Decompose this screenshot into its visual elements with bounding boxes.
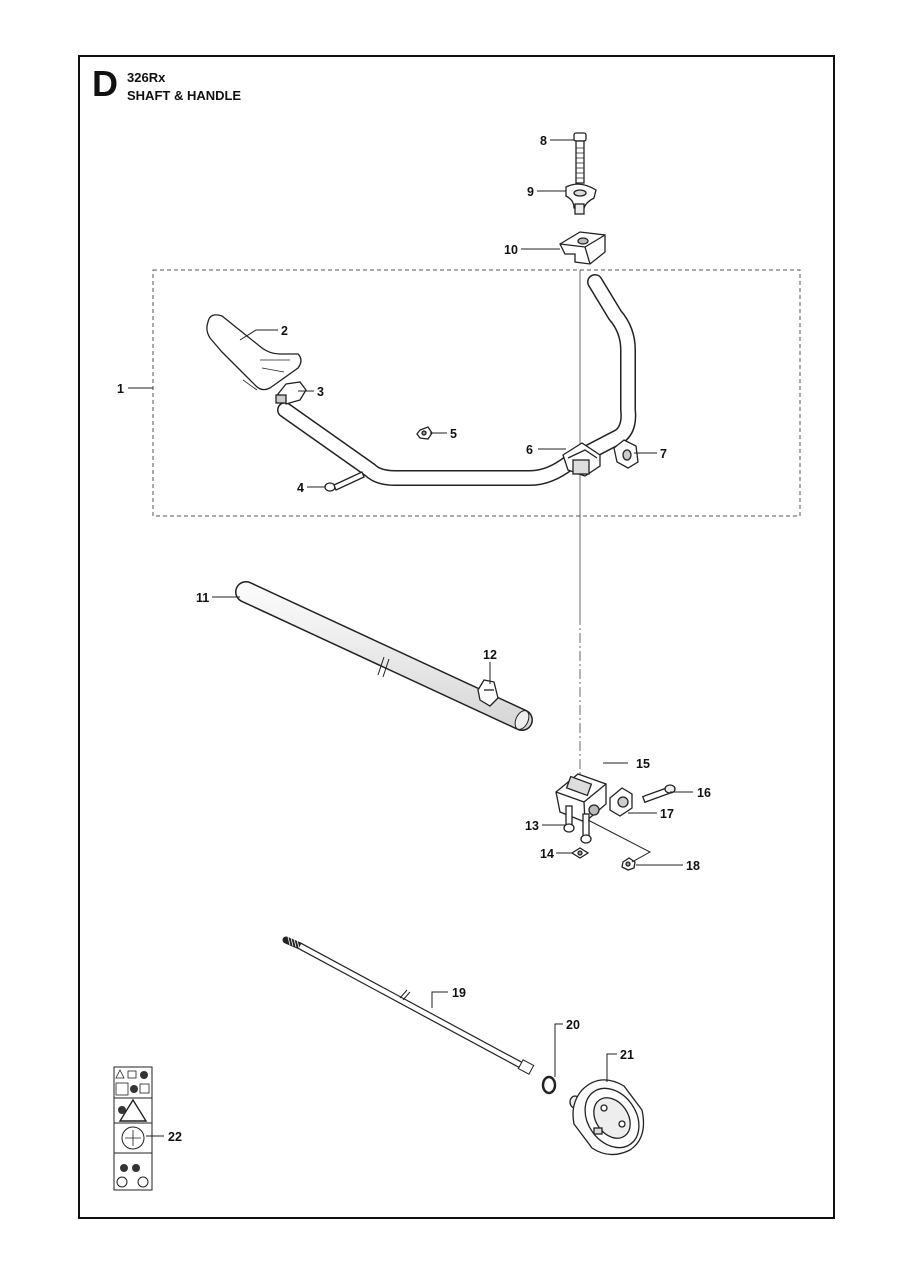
- callout-21: 21: [620, 1048, 634, 1062]
- callout-12: 12: [483, 648, 497, 662]
- screws-13: [563, 805, 592, 844]
- section-title: SHAFT & HANDLE: [127, 88, 242, 103]
- callout-13: 13: [525, 819, 539, 833]
- callout-6: 6: [526, 443, 533, 457]
- ring-20: [541, 1075, 557, 1095]
- handlebar-tube: [277, 274, 637, 486]
- callout-16: 16: [697, 786, 711, 800]
- screw-4: [324, 471, 365, 492]
- shaft-tube-11: [235, 581, 533, 731]
- page-frame: [78, 55, 835, 1219]
- callout-15: 15: [636, 757, 650, 771]
- callout-5: 5: [450, 427, 457, 441]
- callout-18: 18: [686, 859, 700, 873]
- callout-4: 4: [297, 481, 304, 495]
- clip-3: [275, 381, 307, 405]
- section-letter: D: [92, 63, 118, 104]
- labels-22: [113, 1066, 153, 1191]
- callout-22: 22: [168, 1130, 182, 1144]
- callout-11: 11: [196, 591, 209, 605]
- grip-2: [206, 314, 302, 391]
- callout-19: 19: [452, 986, 466, 1000]
- bolt-16: [641, 784, 676, 804]
- callout-8: 8: [540, 134, 547, 148]
- callout-17: 17: [660, 807, 674, 821]
- clamp-15: [555, 773, 607, 823]
- nut-5: [416, 426, 433, 440]
- leader-lines: [128, 139, 693, 1137]
- callout-3: 3: [317, 385, 324, 399]
- clamp-half-17: [609, 787, 633, 817]
- callout-9: 9: [527, 185, 534, 199]
- nut-18: [621, 857, 636, 871]
- clamp-10: [559, 231, 606, 265]
- callout-7: 7: [660, 447, 667, 461]
- drive-shaft-19: [282, 936, 535, 1075]
- clip-7: [613, 439, 639, 469]
- callout-2: 2: [281, 324, 288, 338]
- callout-10: 10: [504, 243, 518, 257]
- callout-labels: 1 2 3 4 5 6 7 8 9 10 11 12 15 16 17 13 1…: [117, 134, 711, 1144]
- callout-14: 14: [540, 847, 554, 861]
- clip-12: [477, 679, 499, 707]
- knob-9: [565, 183, 597, 215]
- handle-assembly-box: [152, 269, 801, 517]
- callout-1: 1: [117, 382, 124, 396]
- model-name: 326Rx: [127, 70, 166, 85]
- clutch-drum-21: [569, 1079, 645, 1156]
- nut-14: [570, 847, 590, 859]
- bolt-8: [573, 132, 587, 184]
- callout-20: 20: [566, 1018, 580, 1032]
- bracket-6: [562, 442, 601, 477]
